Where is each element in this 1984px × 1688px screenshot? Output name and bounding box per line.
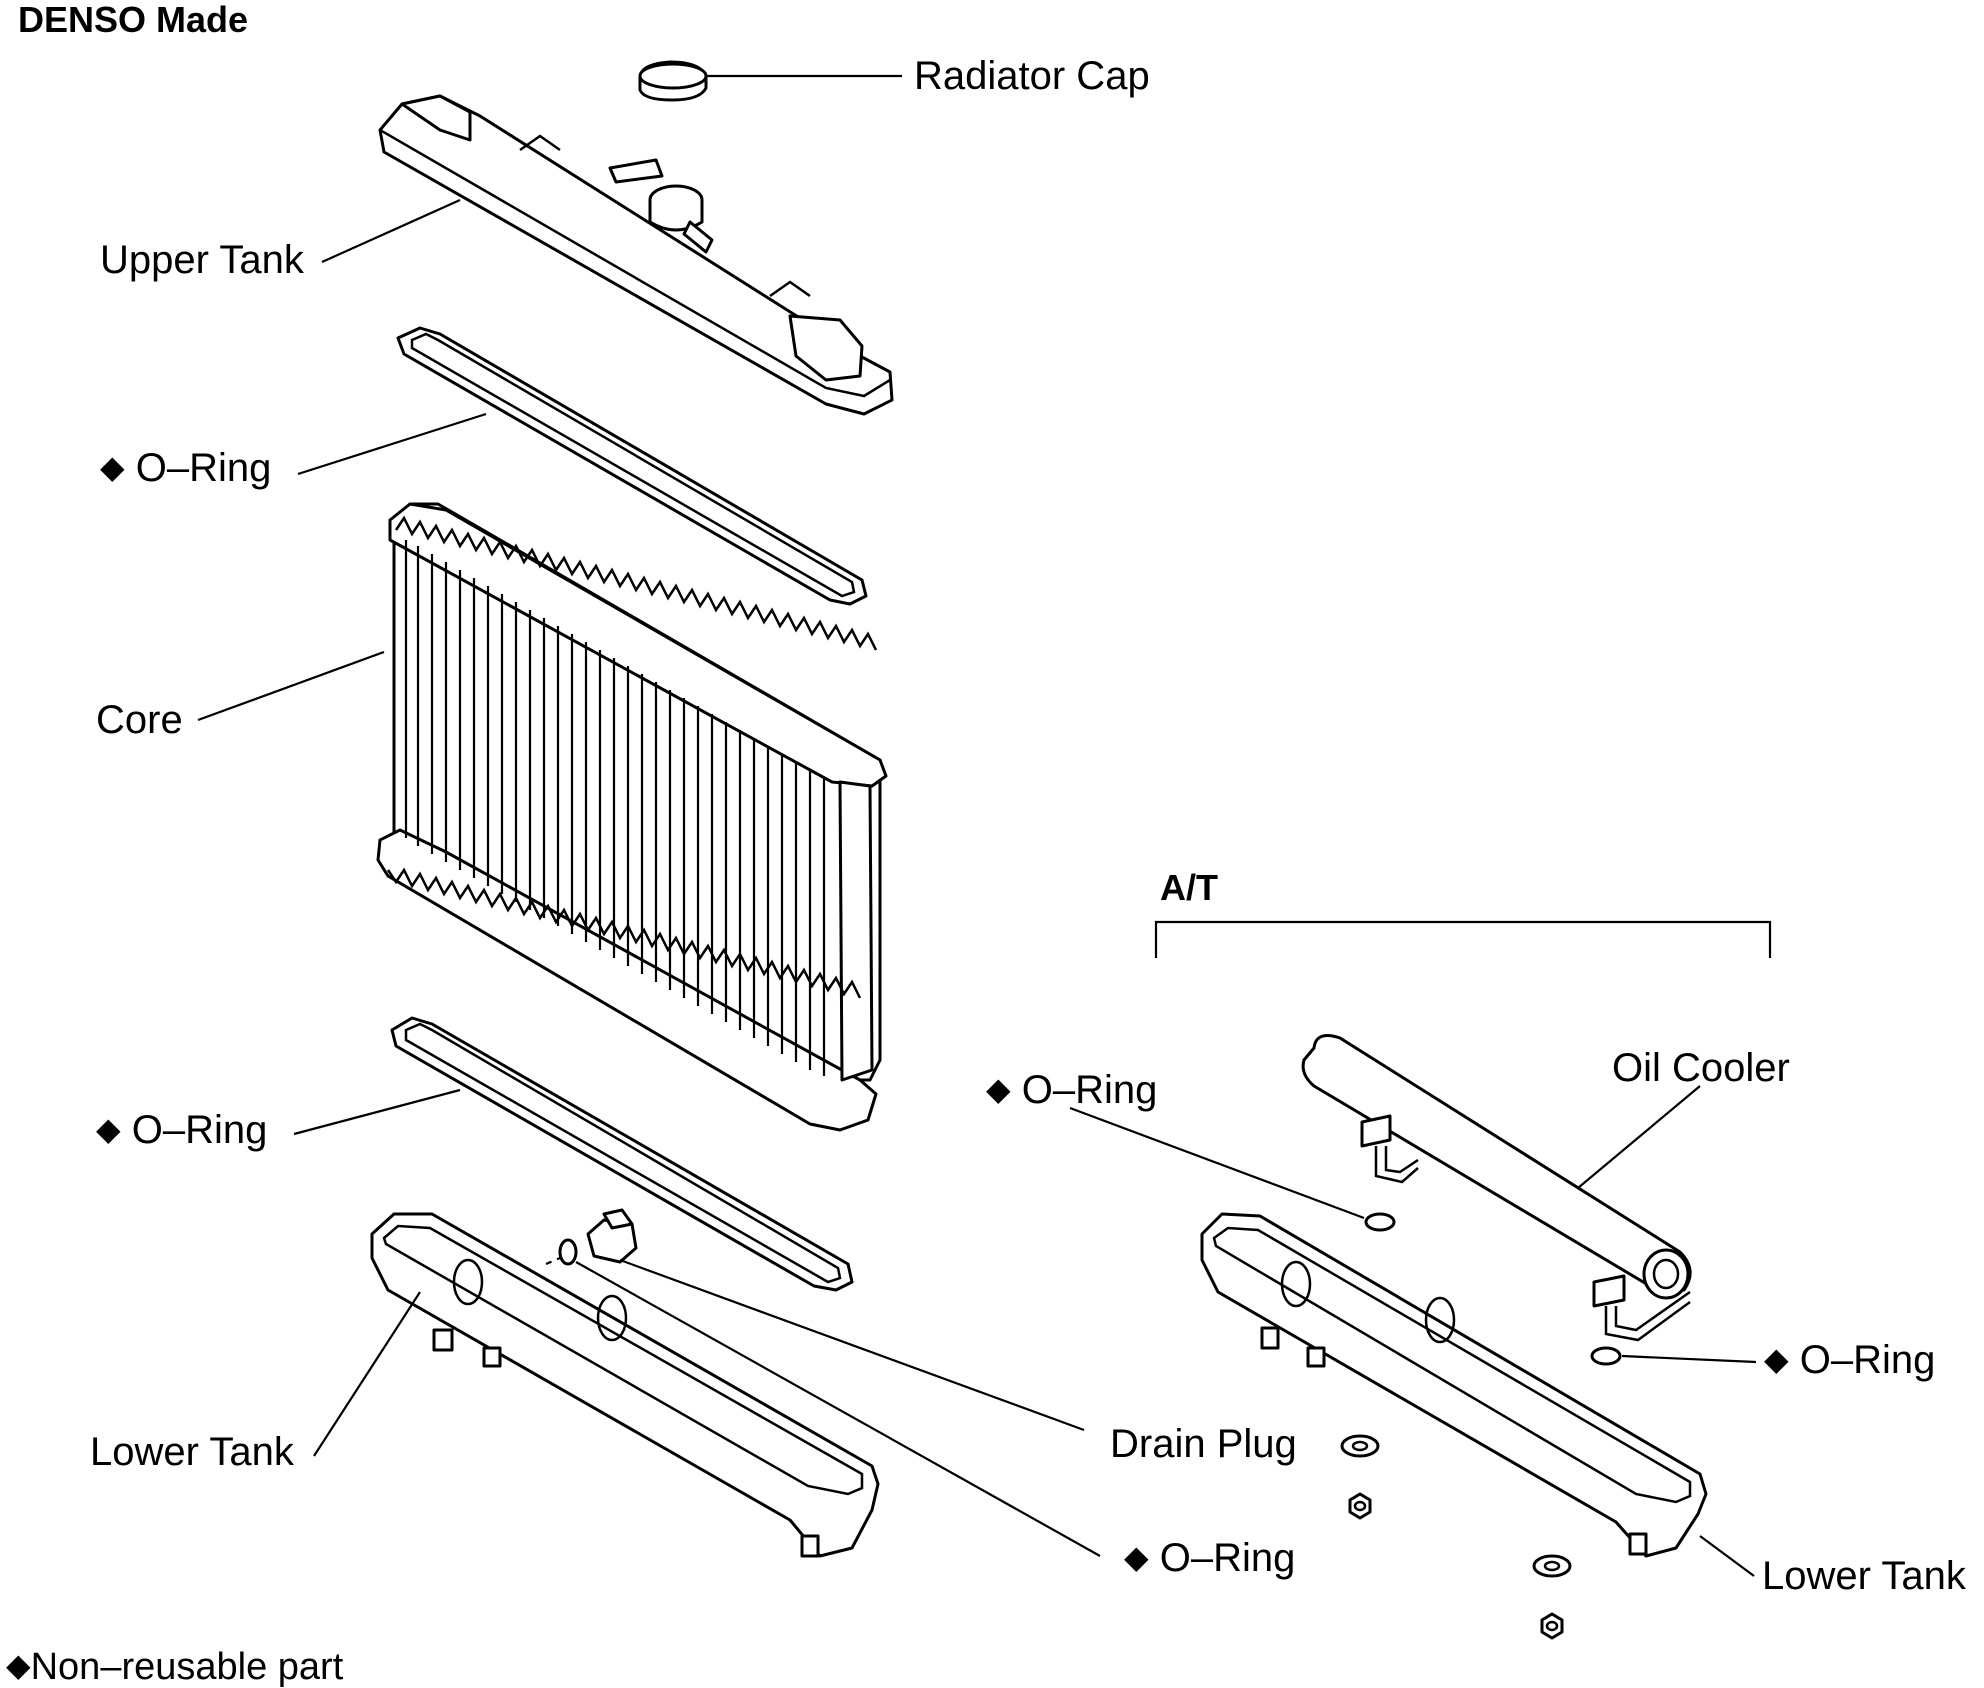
upper-tank-part [378,94,894,416]
radiator-cap-label: Radiator Cap [914,54,1150,98]
at-bracket [1154,920,1772,958]
at-upper-o-ring-label: ◆ O–Ring [986,1068,1158,1112]
drain-o-ring-leader [575,1261,1101,1557]
upper-tank-leader [321,198,461,264]
upper-tank-label: Upper Tank [100,238,304,282]
at-upper-o-ring-part [1364,1212,1396,1232]
upper-o-ring-leader [297,412,487,476]
diamond-icon: ◆ [96,1111,121,1147]
at-lower-o-ring-leader [1621,1354,1757,1364]
oil-cooler-label: Oil Cooler [1612,1046,1790,1090]
drain-o-ring-label: ◆ O–Ring [1124,1536,1296,1580]
drain-plug-part [545,1208,638,1266]
diamond-icon: ◆ [1764,1341,1789,1377]
upper-o-ring-label: ◆ O–Ring [100,446,272,490]
diamond-icon: ◆ [1124,1539,1149,1575]
lower-o-ring-label: ◆ O–Ring [96,1108,268,1152]
lower-tank-at-leader [1699,1535,1755,1577]
upper-o-ring-part [396,326,868,606]
legend-text: Non–reusable part [30,1646,344,1688]
oil-cooler-leader [1577,1085,1701,1189]
diagram-title: DENSO Made [18,0,249,40]
at-lower-o-ring-label: ◆ O–Ring [1764,1338,1936,1382]
washers-and-nuts [1340,1434,1572,1640]
core-part [376,502,888,1132]
drain-plug-label: Drain Plug [1110,1422,1297,1466]
drain-plug-leader [619,1258,1085,1432]
at-lower-o-ring-part [1590,1346,1622,1366]
legend: ◆Non–reusable part [6,1648,343,1686]
at-section-label: A/T [1160,867,1218,908]
lower-tank-at-label: Lower Tank [1762,1554,1966,1598]
lower-o-ring-part [390,1016,854,1292]
radiator-cap-part [638,60,708,102]
diamond-icon: ◆ [6,1647,31,1683]
lower-o-ring-leader [293,1088,461,1136]
lower-tank-part [370,1212,880,1558]
core-label: Core [96,698,183,742]
at-upper-o-ring-leader [1069,1106,1365,1220]
lower-tank-leader [313,1291,421,1457]
lower-tank-at-part [1200,1212,1708,1558]
diamond-icon: ◆ [986,1071,1011,1107]
lower-tank-label: Lower Tank [90,1430,294,1474]
oil-cooler-part [1301,1034,1692,1342]
core-leader [197,650,385,722]
diamond-icon: ◆ [100,449,125,485]
